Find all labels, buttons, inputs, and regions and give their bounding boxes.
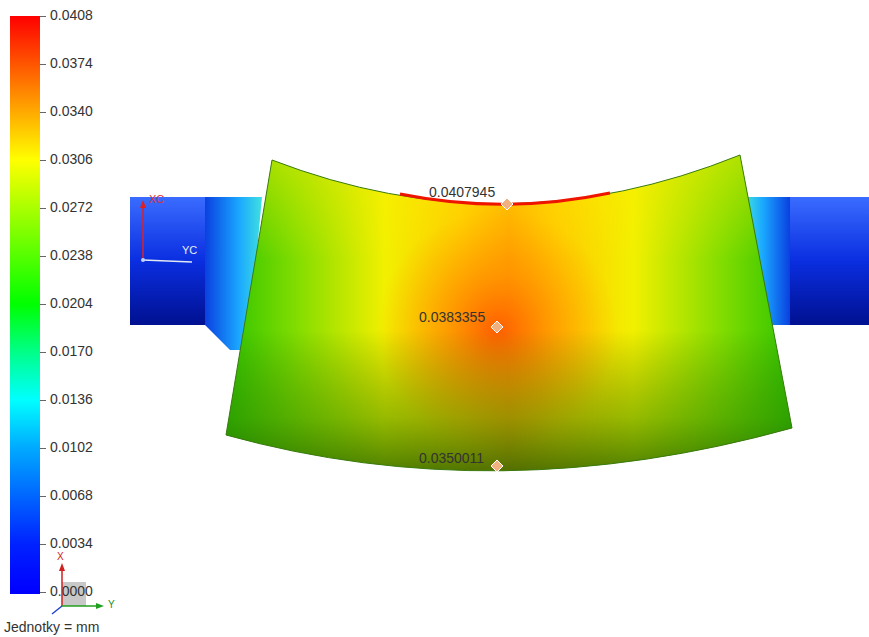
color-band [10, 304, 40, 352]
axis-label: YC [182, 245, 197, 256]
scale-value: 0.0238 [50, 248, 93, 262]
scale-value: 0.0068 [50, 488, 93, 502]
tick-mark [40, 400, 46, 401]
color-band [10, 64, 40, 112]
tick-mark [40, 544, 46, 545]
color-band [10, 496, 40, 544]
color-band [10, 112, 40, 160]
value-label: 0.0407945 [429, 185, 495, 199]
units-note: Jednotky = mm [4, 620, 99, 634]
value-label: 0.0350011 [419, 451, 484, 465]
scale-value: 0.0034 [50, 536, 93, 550]
color-band [10, 256, 40, 304]
color-band [10, 400, 40, 448]
axis-label: X [57, 552, 64, 562]
axis-label: Y [108, 600, 115, 610]
scale-value: 0.0306 [50, 152, 93, 166]
tick-mark [40, 352, 46, 353]
color-band [10, 592, 40, 594]
tick-mark [40, 304, 46, 305]
tick-mark [40, 592, 46, 593]
tick-mark [40, 64, 46, 65]
color-band [10, 352, 40, 400]
tick-mark [40, 448, 46, 449]
color-band [10, 160, 40, 208]
scale-value: 0.0102 [50, 440, 93, 454]
scale-value: 0.0204 [50, 296, 93, 310]
axis-label: XC [149, 194, 164, 205]
scale-value: 0.0408 [50, 8, 93, 22]
color-band [10, 448, 40, 496]
value-label: 0.0383355 [419, 310, 485, 324]
tick-mark [40, 208, 46, 209]
tick-mark [40, 112, 46, 113]
tick-mark [40, 16, 46, 17]
scale-value: 0.0374 [50, 56, 93, 70]
color-band [10, 544, 40, 592]
color-band [10, 208, 40, 256]
scale-value: 0.0170 [50, 344, 93, 358]
color-band [10, 16, 40, 64]
scale-value: 0.0000 [50, 584, 93, 598]
tick-mark [40, 496, 46, 497]
scale-value: 0.0136 [50, 392, 93, 406]
tick-mark [40, 256, 46, 257]
scale-value: 0.0340 [50, 104, 93, 118]
scale-value: 0.0272 [50, 200, 93, 214]
tick-mark [40, 160, 46, 161]
